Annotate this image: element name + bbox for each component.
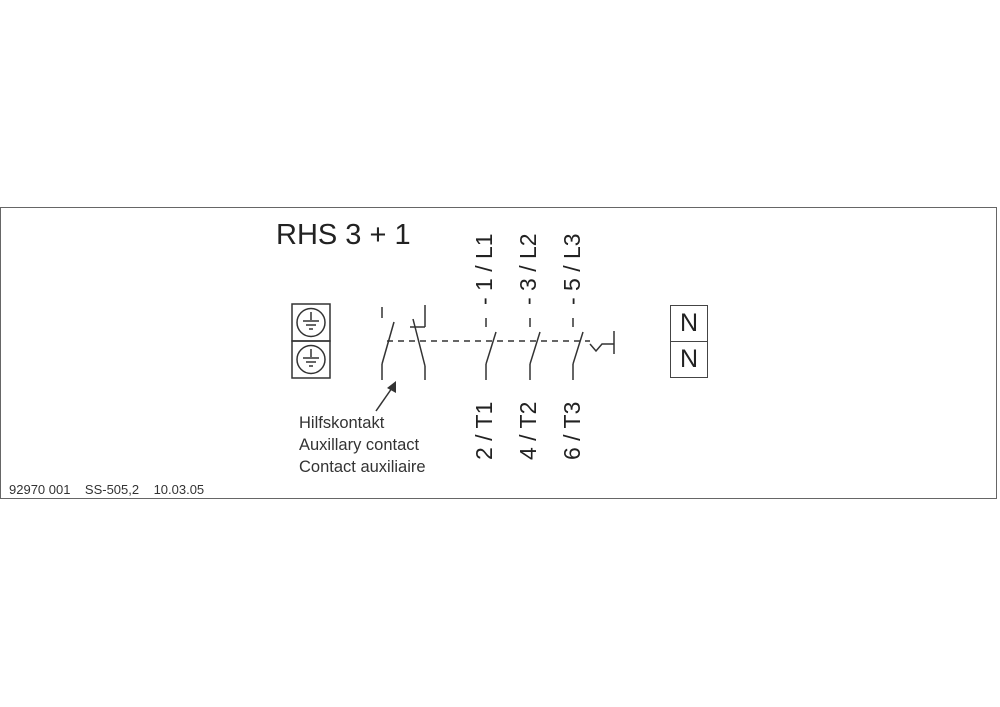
doc-date: 10.03.05 xyxy=(153,482,205,497)
ground-symbol-icon xyxy=(291,340,331,379)
thermal-trip-icon xyxy=(589,331,615,354)
arrow-icon xyxy=(375,381,396,412)
neutral-box: N xyxy=(670,341,708,378)
auxiliary-contact-symbol xyxy=(381,305,426,380)
terminal-label-top: - 5 / L3 xyxy=(559,233,585,305)
terminal-label-bottom: 6 / T3 xyxy=(559,401,585,460)
diagram-frame xyxy=(0,207,997,499)
aux-label-en: Auxillary contact xyxy=(299,436,420,454)
doc-number: 92970 001 xyxy=(9,482,71,497)
doc-ref: SS-505,2 xyxy=(84,482,140,497)
footer-info: 92970 001 SS-505,2 10.03.05 xyxy=(9,482,204,497)
terminal-label-bottom: 2 / T1 xyxy=(471,401,497,460)
aux-label-fr: Contact auxiliaire xyxy=(299,458,426,476)
terminal-label-bottom: 4 / T2 xyxy=(515,401,541,460)
terminal-label-top: - 1 / L1 xyxy=(471,233,497,305)
neutral-box: N xyxy=(670,305,708,342)
diagram-title: RHS 3 + 1 xyxy=(276,219,411,251)
terminal-label-top: - 3 / L2 xyxy=(515,233,541,305)
ground-symbol-icon xyxy=(291,303,331,342)
main-contacts-symbol xyxy=(485,318,584,380)
aux-label-de: Hilfskontakt xyxy=(299,414,385,432)
